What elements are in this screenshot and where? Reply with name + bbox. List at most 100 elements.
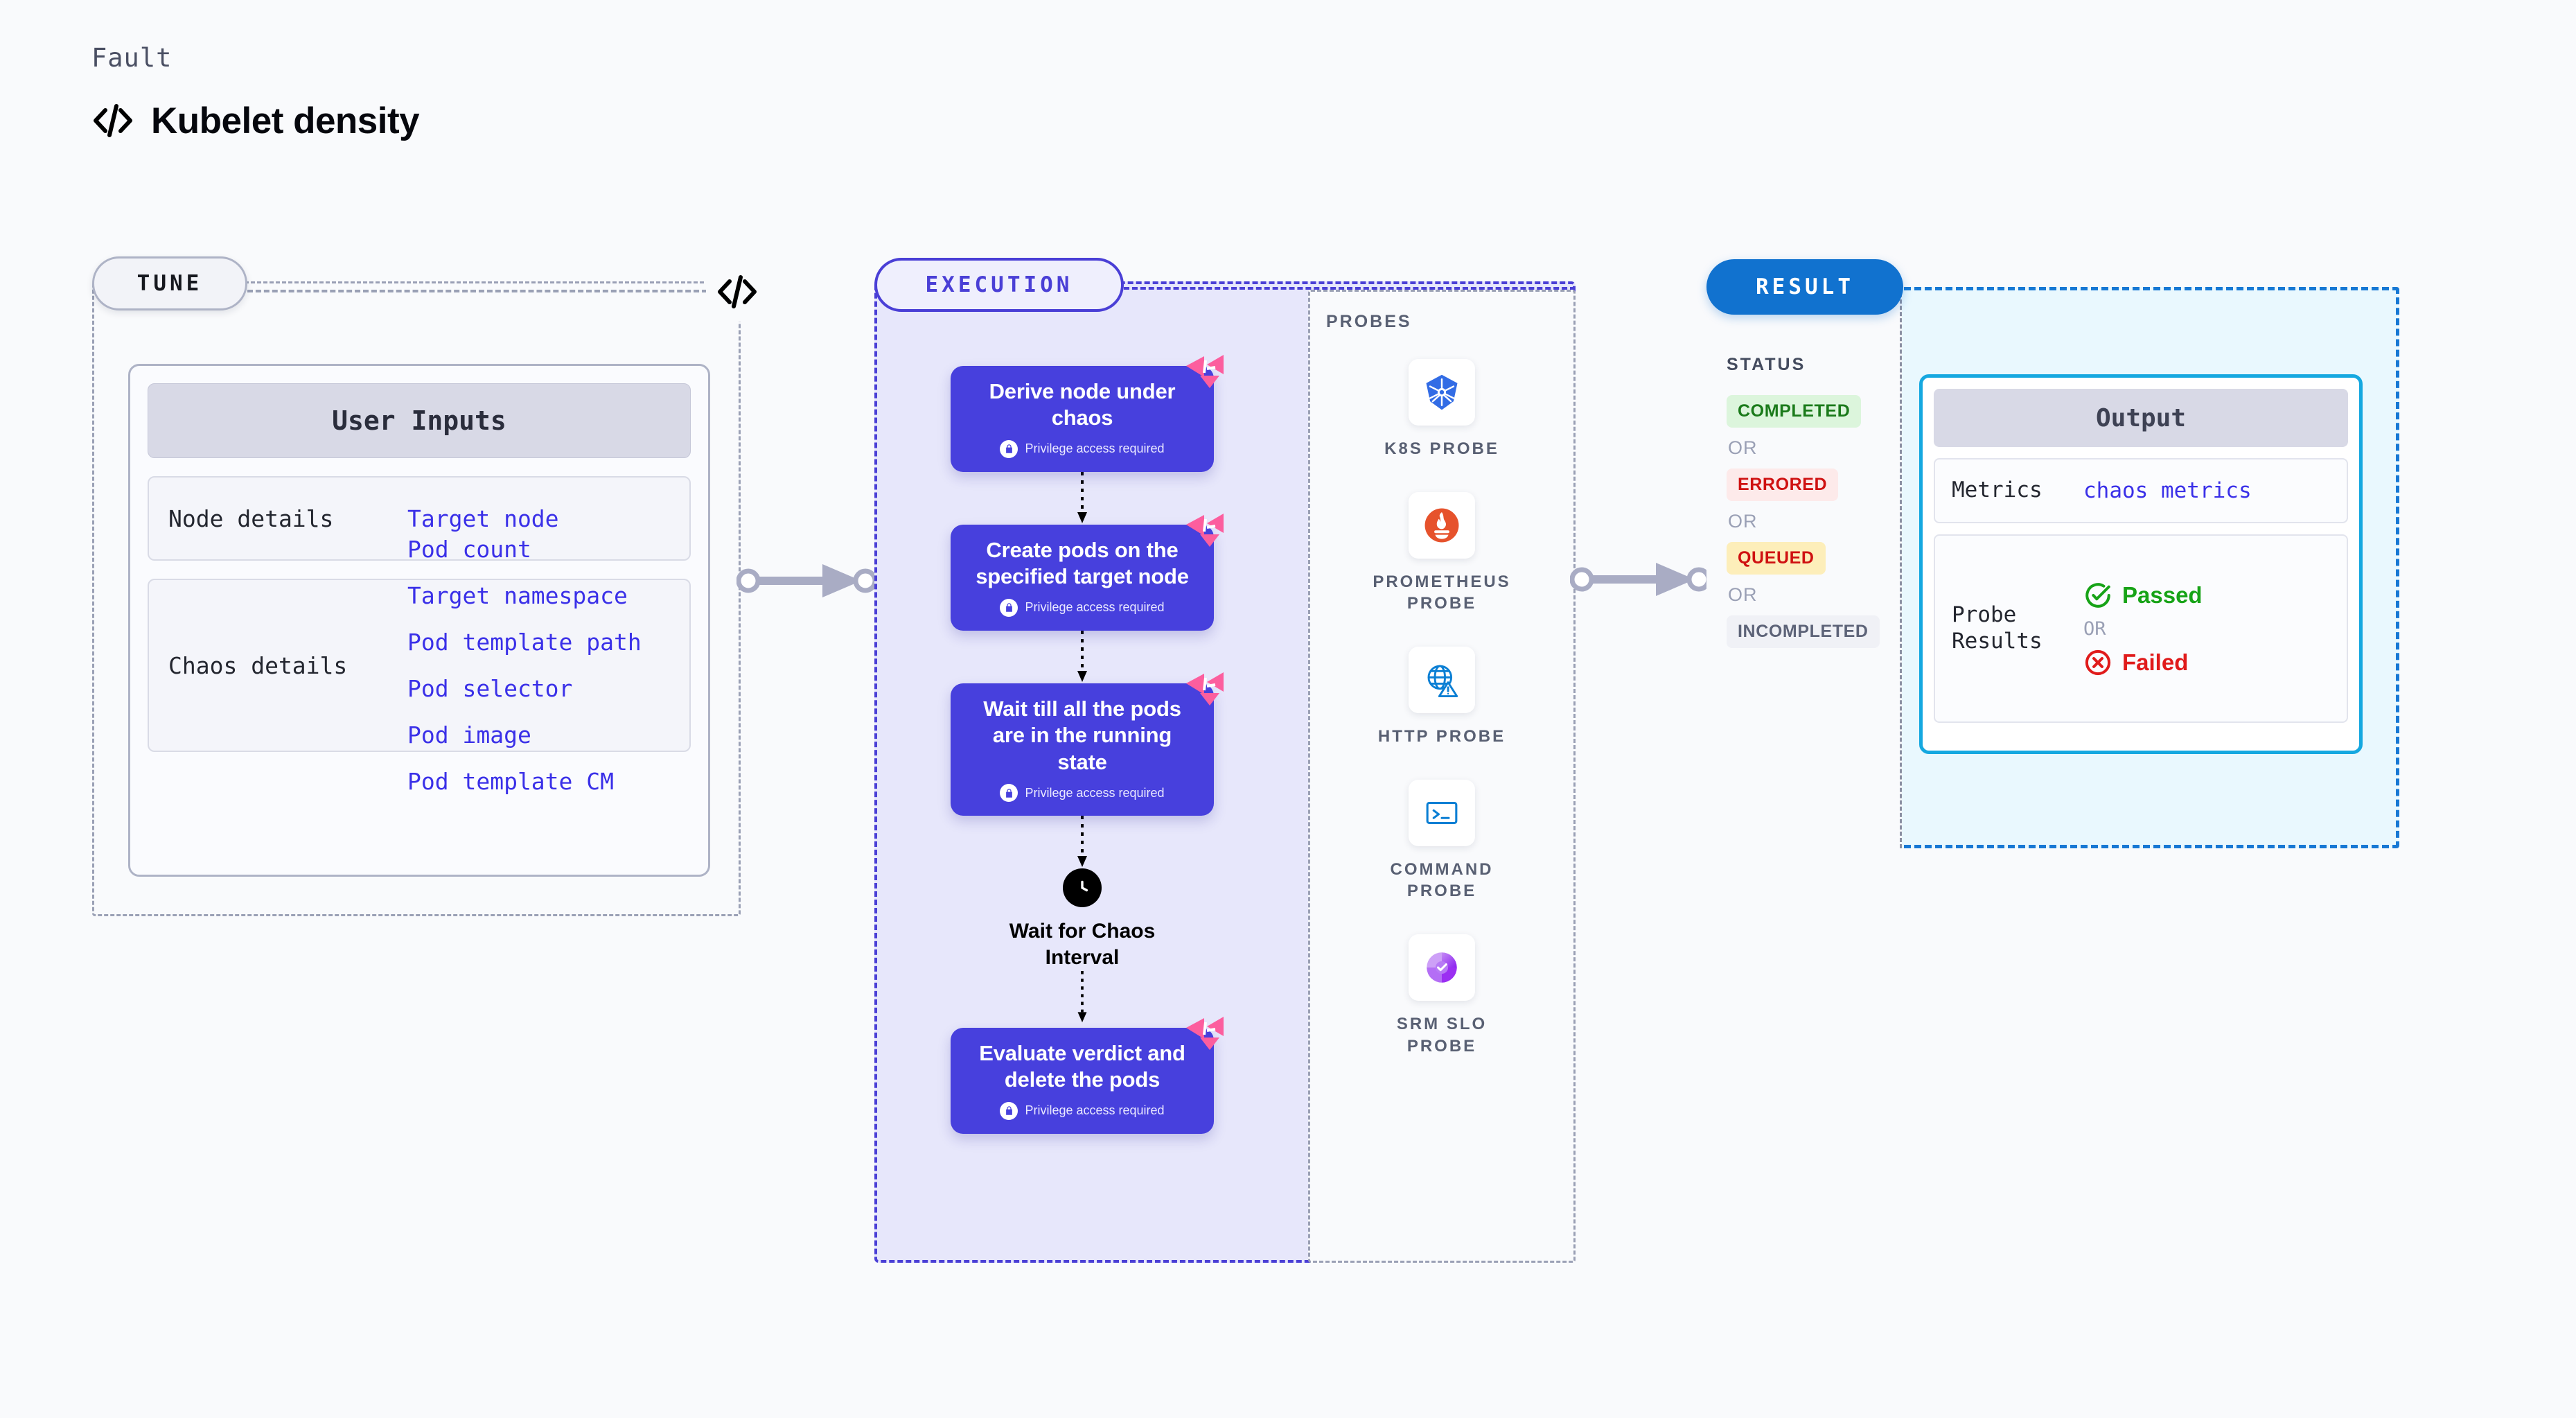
flow-node-title: Wait till all the pods are in the runnin…: [983, 696, 1181, 774]
tune-region: [92, 281, 741, 916]
probe-verdict-passed: Passed: [2083, 581, 2203, 610]
output-row-probe-results: Probe Results Passed OR Failed: [1934, 534, 2348, 723]
input-value[interactable]: Pod template CM: [407, 768, 615, 795]
flow-node-title: Evaluate verdict and delete the pods: [979, 1040, 1185, 1092]
flow-node-title: Derive node under chaos: [989, 379, 1176, 430]
input-value[interactable]: Target namespace: [407, 582, 628, 609]
terminal-icon: [1409, 779, 1475, 846]
chaos-badge-icon: [1186, 672, 1224, 706]
wait-step: Wait for Chaos Interval: [951, 868, 1214, 971]
status-or-label: OR: [1728, 584, 1758, 605]
input-value[interactable]: Pod template path: [407, 629, 642, 656]
output-title: Output: [2095, 403, 2187, 432]
check-circle-icon: [2085, 582, 2110, 608]
tune-dash-connector: [247, 290, 707, 292]
probe-item-k8s[interactable]: K8S PROBE: [1369, 359, 1515, 460]
flow-node[interactable]: Create pods on the specified target node…: [951, 513, 1224, 631]
fault-eyebrow: Fault: [91, 43, 173, 73]
status-list: COMPLETED OR ERRORED OR QUEUED OR INCOMP…: [1727, 395, 1893, 648]
privilege-note: Privilege access required: [969, 1101, 1196, 1120]
stage-pill-execution-label: EXECUTION: [925, 272, 1073, 297]
chaos-badge-icon: [1186, 513, 1224, 547]
output-header: Output: [1934, 389, 2348, 447]
probe-label: SRM SLO PROBE: [1396, 1015, 1488, 1056]
flow-connector: [951, 471, 1214, 525]
privilege-note-label: Privilege access required: [1025, 441, 1165, 456]
fault-title-row: Kubelet density: [91, 99, 420, 142]
privilege-note: Privilege access required: [969, 598, 1196, 617]
probe-label: K8S PROBE: [1384, 439, 1499, 458]
clock-icon: [1063, 868, 1102, 908]
srm-slo-icon: [1409, 934, 1475, 1001]
chaos-badge-icon: [1186, 355, 1224, 388]
input-value[interactable]: Pod count: [407, 536, 531, 563]
probe-verdict-label: Failed: [2122, 649, 2189, 675]
output-metrics-value[interactable]: chaos metrics: [2083, 478, 2252, 503]
probe-list: K8S PROBE PROMETHEUS PROBE: [1369, 359, 1515, 1057]
status-or-label: OR: [1728, 511, 1758, 532]
probes-region: [1308, 290, 1576, 1263]
input-group-node-details[interactable]: Node details Target node: [148, 476, 691, 561]
probe-item-srm-slo[interactable]: SRM SLO PROBE: [1369, 934, 1515, 1057]
page-header: Fault Kubelet density: [91, 43, 420, 142]
input-group-label: Chaos details: [168, 651, 348, 679]
status-badge: ERRORED: [1727, 469, 1839, 501]
execution-flow: Derive node under chaos Privilege access…: [951, 355, 1224, 1134]
user-inputs-header: User Inputs: [148, 383, 691, 458]
probe-item-command[interactable]: COMMAND PROBE: [1369, 779, 1515, 902]
wait-step-label: Wait for Chaos Interval: [1009, 920, 1156, 969]
lock-icon: [1000, 784, 1018, 803]
privilege-note: Privilege access required: [969, 439, 1196, 458]
lock-icon: [1000, 439, 1018, 458]
flow-connector: [951, 970, 1214, 1028]
globe-warning-icon: [1409, 647, 1475, 714]
flow-connector: [951, 816, 1214, 868]
flow-node[interactable]: Evaluate verdict and delete the pods Pri…: [951, 1016, 1224, 1134]
status-badge: INCOMPLETED: [1727, 615, 1880, 648]
probe-label: PROMETHEUS PROBE: [1373, 572, 1511, 613]
x-circle-icon: [2085, 649, 2111, 675]
output-row-metrics[interactable]: Metrics chaos metrics: [1934, 458, 2348, 523]
probe-verdict-list: Passed OR Failed: [2083, 581, 2203, 677]
input-value[interactable]: Target node: [407, 505, 559, 532]
stage-pill-tune-label: TUNE: [136, 271, 203, 296]
flow-node[interactable]: Derive node under chaos Privilege access…: [951, 355, 1224, 472]
probe-verdict-or: OR: [2083, 618, 2106, 640]
probe-item-prometheus[interactable]: PROMETHEUS PROBE: [1369, 491, 1515, 615]
privilege-note-label: Privilege access required: [1025, 600, 1165, 615]
probe-label: COMMAND PROBE: [1390, 859, 1494, 901]
stage-pill-result[interactable]: RESULT: [1706, 259, 1903, 315]
code-icon: [91, 99, 134, 142]
status-badge: QUEUED: [1727, 542, 1826, 575]
input-group-values: Pod count Target namespace Pod template …: [407, 526, 642, 805]
probe-item-http[interactable]: HTTP PROBE: [1369, 647, 1515, 748]
status-badge: COMPLETED: [1727, 395, 1862, 428]
probe-label: HTTP PROBE: [1377, 727, 1506, 746]
privilege-note-label: Privilege access required: [1025, 785, 1165, 800]
input-value[interactable]: Pod image: [407, 721, 531, 749]
status-or-label: OR: [1728, 437, 1758, 458]
lock-icon: [1000, 1101, 1018, 1120]
input-group-values: Target node: [407, 496, 559, 542]
output-card: Output Metrics chaos metrics Probe Resul…: [1919, 374, 2363, 754]
chaos-badge-icon: [1186, 1016, 1224, 1050]
status-title: STATUS: [1727, 355, 1806, 374]
user-inputs-title: User Inputs: [332, 405, 506, 436]
stage-pill-execution[interactable]: EXECUTION: [874, 258, 1124, 312]
prometheus-icon: [1409, 491, 1475, 559]
flow-connector: [951, 630, 1214, 683]
kubernetes-icon: [1409, 359, 1475, 426]
output-row-label: Probe Results: [1952, 602, 2043, 654]
flow-node-title: Create pods on the specified target node: [976, 537, 1189, 589]
privilege-note: Privilege access required: [969, 784, 1196, 803]
connector-execution-to-result: [1570, 560, 1711, 599]
user-inputs-card: User Inputs Node details Target node Cha…: [128, 364, 710, 877]
input-group-label: Node details: [168, 505, 334, 532]
code-icon: [706, 262, 768, 322]
input-value[interactable]: Pod selector: [407, 675, 573, 702]
stage-pill-tune[interactable]: TUNE: [92, 256, 247, 310]
page-title: Kubelet density: [151, 100, 420, 141]
flow-node[interactable]: Wait till all the pods are in the runnin…: [951, 672, 1224, 816]
input-group-chaos-details[interactable]: Chaos details Pod count Target namespace…: [148, 536, 691, 795]
probe-verdict-label: Passed: [2122, 581, 2203, 608]
